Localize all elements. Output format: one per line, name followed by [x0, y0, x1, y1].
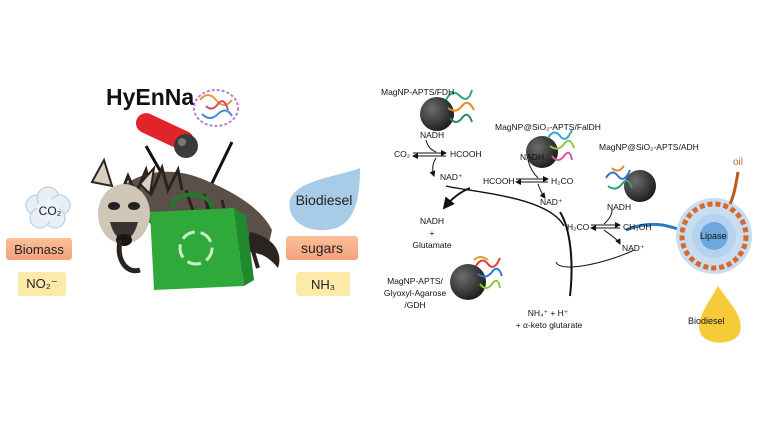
h2co-reactant-2: H₂CO — [567, 222, 590, 232]
glutamate: Glutamate — [412, 240, 452, 250]
nad-3: NAD⁺ — [622, 243, 645, 253]
protein-structure-icon — [193, 89, 239, 127]
pill-icon — [135, 113, 198, 158]
co2-label: CO₂ — [30, 202, 70, 220]
no2-box: NO₂⁻ — [18, 272, 66, 296]
nadh-1: NADH — [420, 130, 445, 140]
gdh-nanoparticle — [450, 264, 486, 300]
oil-stream-icon — [728, 171, 740, 205]
biomass-text: Biomass — [14, 241, 64, 257]
sugars-text: sugars — [300, 240, 344, 256]
nh4-h-reactants: NH₄⁺ + H⁺ — [527, 308, 569, 318]
hcooh-product-1: HCOOH — [450, 149, 482, 159]
adh-enzyme-icon — [605, 165, 633, 190]
adh-label: MagNP@SiO₂-APTS/ADH — [599, 142, 699, 152]
fdh-enzyme-icon — [445, 89, 475, 123]
gdh-label-line-2: Glyoxyl-Agarose — [383, 288, 447, 298]
biodiesel-drop-yellow-icon — [699, 286, 741, 343]
keto-glutarate: + α-keto glutarate — [515, 320, 583, 330]
nad-2: NAD⁺ — [540, 197, 563, 207]
biomass-box: Biomass — [6, 238, 72, 260]
biodiesel-drop-icon — [289, 168, 360, 231]
co2-text: CO₂ — [38, 204, 62, 218]
project-title: HyEnNa — [106, 84, 195, 110]
faldh-label: MagNP@SiO₂-APTS/FalDH — [495, 122, 601, 132]
nadh-3: NADH — [607, 202, 632, 212]
adh-nanoparticle — [624, 170, 656, 202]
nh3-box: NH₃ — [296, 272, 350, 296]
gdh-enzyme-icon — [473, 256, 503, 289]
lipase-micelle-icon — [676, 198, 752, 274]
faldh-nanoparticle — [526, 136, 558, 168]
plus-sign: + — [429, 228, 435, 238]
biodiesel-drop-label: Biodiesel — [288, 190, 360, 210]
h2co-product-1: H₂CO — [551, 176, 574, 186]
no2-text: NO₂⁻ — [26, 276, 58, 291]
ch3oh-product: CH₃OH — [623, 222, 652, 232]
biodiesel-output-label: Biodiesel — [688, 316, 725, 326]
co2-cloud-icon — [25, 186, 71, 229]
nad-1: NAD⁺ — [440, 172, 463, 182]
oil-label: oil — [733, 157, 744, 168]
lipase-label: Lipase — [700, 231, 727, 241]
fdh-nanoparticle — [420, 97, 454, 131]
biodiesel-text: Biodiesel — [295, 192, 353, 208]
sugars-box: sugars — [286, 236, 358, 260]
gdh-label-line-3: /GDH — [404, 300, 426, 310]
fdh-label: MagNP-APTS/FDH — [381, 87, 455, 97]
nadh-4: NADH — [419, 216, 445, 226]
gdh-label-line-1: MagNP-APTS/ — [387, 276, 443, 286]
co2-reactant: CO₂ — [394, 149, 411, 159]
nadh-2: NADH — [520, 152, 545, 162]
hcooh-reactant-2: HCOOH — [483, 176, 515, 186]
nh3-text: NH₃ — [310, 276, 336, 292]
faldh-enzyme-icon — [547, 129, 575, 161]
green-bag-icon — [150, 192, 254, 290]
